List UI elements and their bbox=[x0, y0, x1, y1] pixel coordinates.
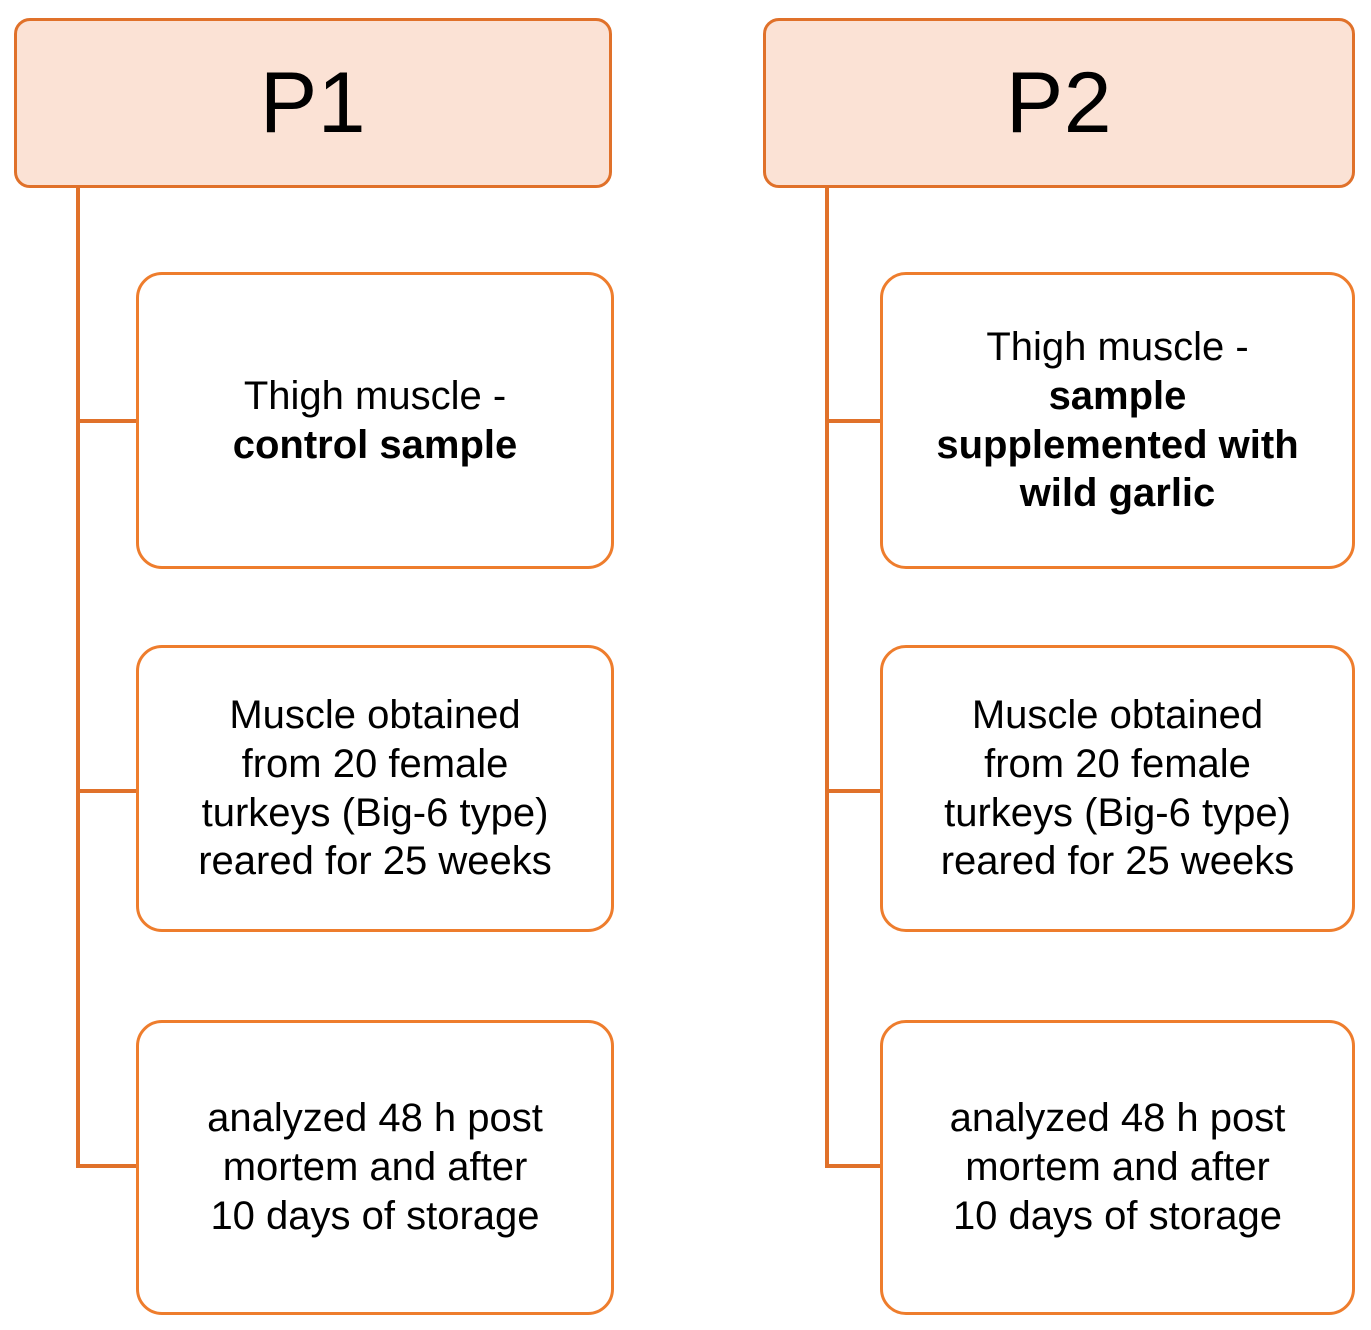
connector-branch-p1-1 bbox=[76, 419, 138, 423]
node-p1-muscle-origin: Muscle obtained from 20 female turkeys (… bbox=[136, 645, 614, 932]
connector-branch-p1-2 bbox=[76, 789, 138, 793]
node-p1-analysis-timing: analyzed 48 h post mortem and after 10 d… bbox=[136, 1020, 614, 1315]
node-p2-muscle-origin: Muscle obtained from 20 female turkeys (… bbox=[880, 645, 1355, 932]
group-header-p2-label: P2 bbox=[1005, 55, 1113, 151]
node-p1-origin-line-1: Muscle obtained from 20 female turkeys (… bbox=[198, 692, 552, 884]
node-p2-sample-description: Thigh muscle - sample supplemented with … bbox=[880, 272, 1355, 569]
node-p2-analysis-timing: analyzed 48 h post mortem and after 10 d… bbox=[880, 1020, 1355, 1315]
node-p2-sample-line-2: sample supplemented with wild garlic bbox=[936, 373, 1299, 516]
node-p2-analysis-line-1: analyzed 48 h post mortem and after 10 d… bbox=[949, 1096, 1286, 1238]
connector-branch-p1-3 bbox=[76, 1164, 138, 1168]
connector-trunk-p2 bbox=[825, 188, 829, 1168]
node-p2-origin-line-1: Muscle obtained from 20 female turkeys (… bbox=[940, 692, 1295, 884]
group-header-p1-label: P1 bbox=[259, 55, 367, 151]
connector-branch-p2-2 bbox=[825, 789, 882, 793]
group-header-p2: P2 bbox=[763, 18, 1355, 188]
node-p1-sample-line-1: Thigh muscle - bbox=[243, 373, 507, 418]
connector-branch-p2-1 bbox=[825, 419, 882, 423]
node-p2-sample-line-1: Thigh muscle - bbox=[986, 324, 1249, 369]
connector-trunk-p1 bbox=[76, 188, 80, 1168]
node-p1-analysis-line-1: analyzed 48 h post mortem and after 10 d… bbox=[207, 1096, 543, 1238]
node-p1-sample-description: Thigh muscle - control sample bbox=[136, 272, 614, 569]
group-header-p1: P1 bbox=[14, 18, 612, 188]
connector-branch-p2-3 bbox=[825, 1164, 882, 1168]
node-p1-sample-line-2: control sample bbox=[232, 422, 518, 467]
